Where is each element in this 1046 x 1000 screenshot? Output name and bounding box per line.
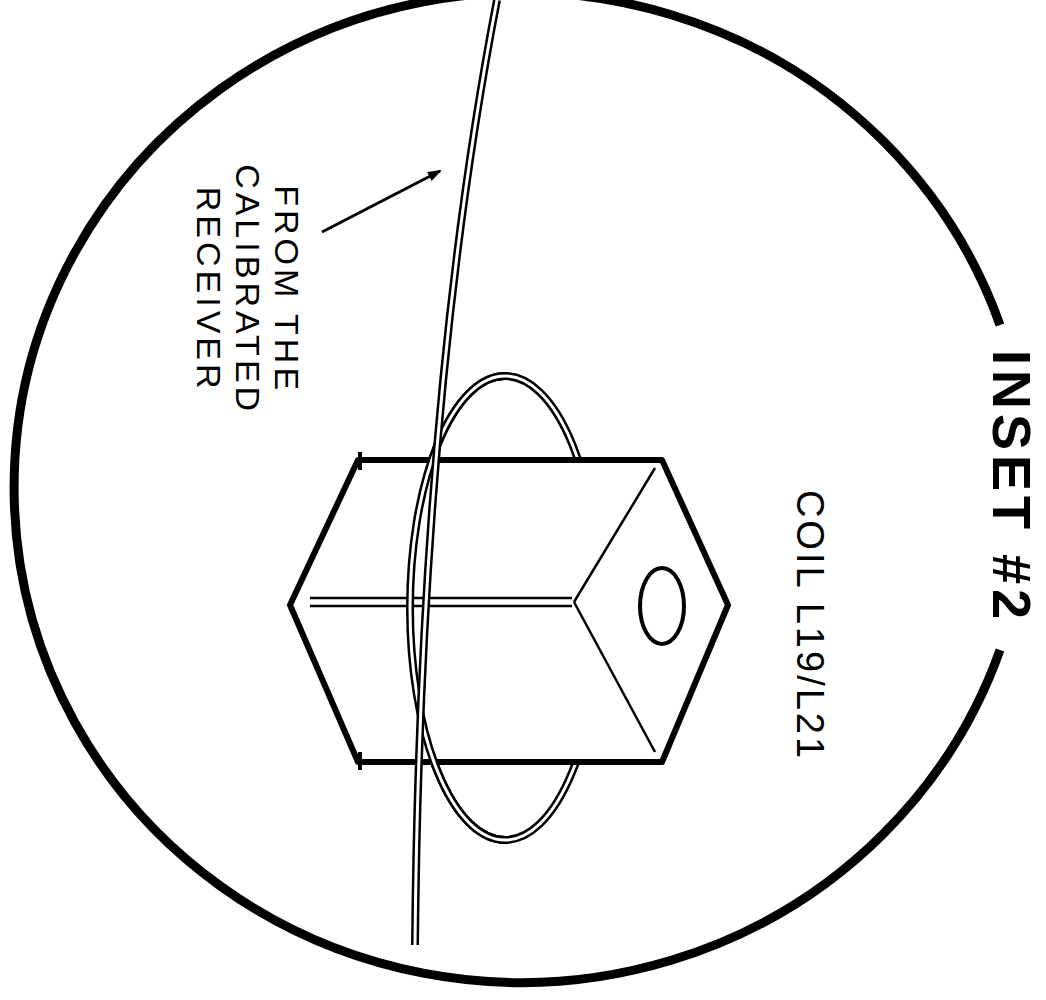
- inset-circle: [14, 0, 1000, 982]
- coil-form: [290, 460, 728, 762]
- leader-arrow: [322, 171, 440, 232]
- receiver-wire: [415, 0, 497, 945]
- slug-hole: [640, 568, 684, 644]
- inset-title: INSET #2: [981, 350, 1043, 624]
- coil-label: COIL L19/L21: [788, 489, 831, 760]
- source-label: FROM THE CALIBRATED RECEIVER: [188, 125, 305, 455]
